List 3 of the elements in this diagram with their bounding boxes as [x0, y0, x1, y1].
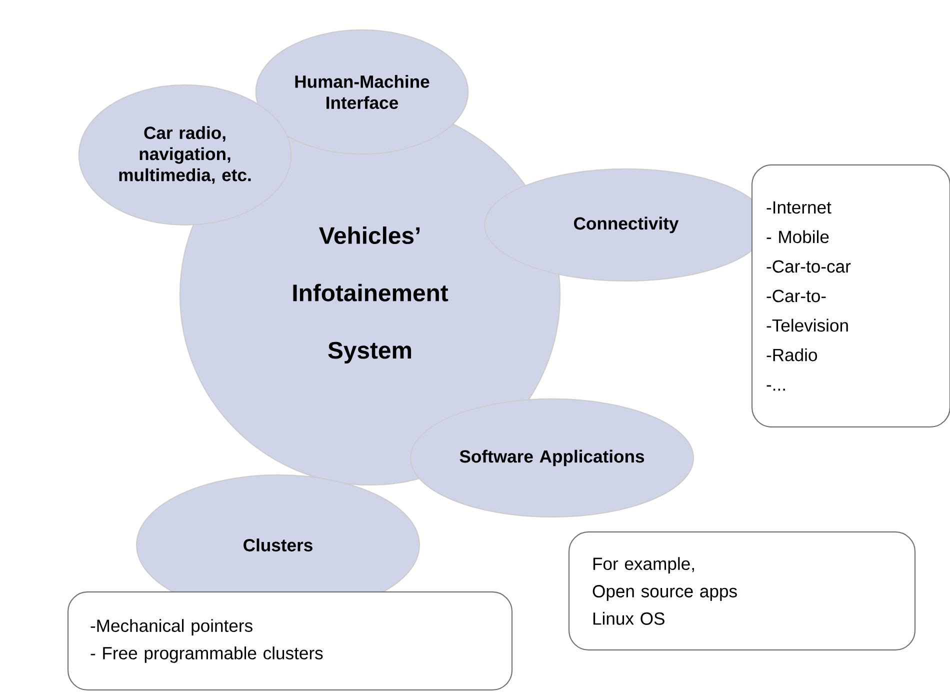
- note-box: -Internet - Mobile -Car-to-car -Car-to- -Television -Radio -...: [751, 164, 950, 428]
- note-box: For example, Open source apps Linux OS: [568, 531, 916, 651]
- note-box: -Mechanical pointers - Free programmable clusters: [67, 591, 513, 691]
